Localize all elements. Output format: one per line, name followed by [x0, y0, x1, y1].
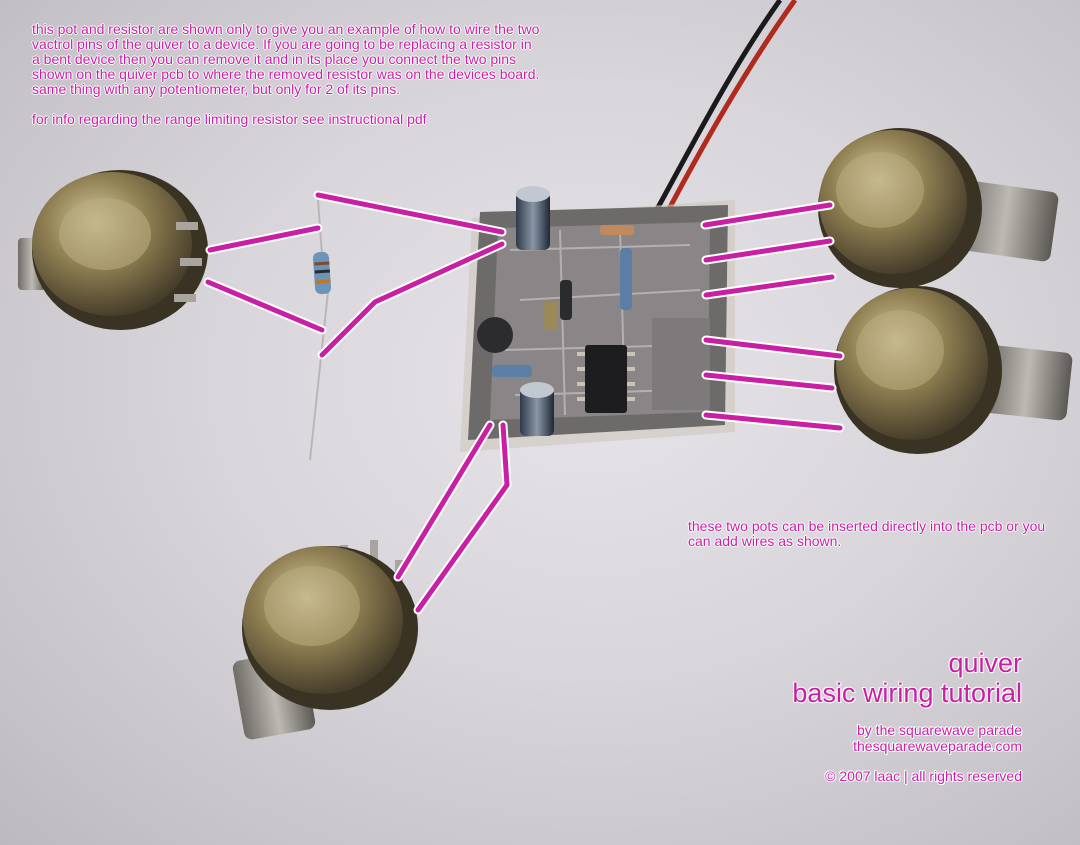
quiver-pcb — [460, 200, 735, 452]
power-wires — [647, 0, 798, 228]
intro-text: this pot and resistor are shown only to … — [32, 22, 692, 127]
top-capacitor — [516, 186, 550, 250]
intro-line-1: this pot and resistor are shown only to … — [32, 21, 540, 37]
intro-line-5: same thing with any potentiometer, but o… — [32, 81, 401, 97]
title-block: quiver basic wiring tutorial by the squa… — [792, 648, 1022, 784]
bottom-potentiometer — [232, 540, 418, 740]
tutorial-title: quiver — [948, 648, 1022, 678]
intro-line-3: a bent device then you can remove it and… — [32, 51, 517, 67]
left-potentiometer — [18, 170, 208, 330]
pots-note: these two pots can be inserted directly … — [688, 518, 1046, 549]
wire-annotations — [203, 190, 845, 615]
intro-line-4: shown on the quiver pcb to where the rem… — [32, 66, 540, 82]
right-upper-potentiometer — [818, 128, 1059, 288]
tutorial-subtitle: basic wiring tutorial — [792, 678, 1022, 708]
website: thesquarewaveparade.com — [853, 738, 1022, 754]
right-lower-potentiometer — [834, 286, 1073, 454]
bottom-capacitor — [520, 382, 554, 436]
copyright: © 2007 laac | all rights reserved — [825, 768, 1022, 784]
byline: by the squarewave parade — [857, 722, 1022, 738]
intro-line-2: vactrol pins of the quiver to a device. … — [32, 36, 532, 52]
range-resistor-note: for info regarding the range limiting re… — [32, 111, 427, 127]
